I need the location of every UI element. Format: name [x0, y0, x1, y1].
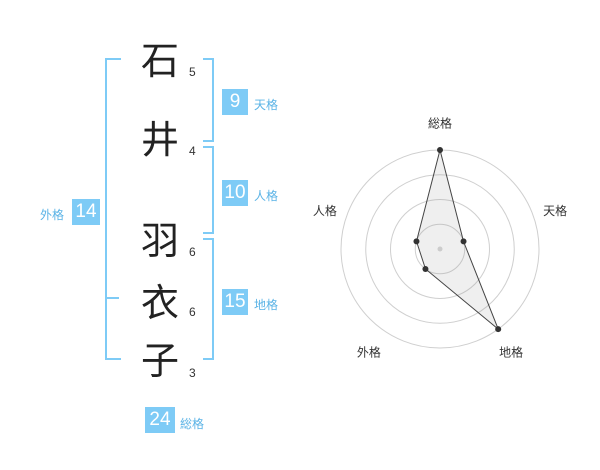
chikaku-label: 地格: [254, 298, 279, 312]
radar-point-1: [437, 147, 443, 153]
gaikaku-bracket-tick: [105, 297, 119, 299]
radar-point-5: [413, 238, 420, 245]
stroke-count-5: 3: [189, 366, 196, 380]
stroke-count-2: 4: [189, 144, 196, 158]
radar-point-3: [495, 326, 502, 333]
stroke-count-1: 5: [189, 65, 196, 79]
gaikaku-label: 外格: [40, 208, 65, 222]
tenkaku-label: 天格: [254, 98, 279, 112]
tenkaku-bracket: [203, 58, 214, 142]
radar-center: [437, 246, 443, 252]
gaikaku-bracket: [105, 58, 121, 360]
radar-point-4: [422, 266, 429, 273]
radar-axis-label-1: 総格: [428, 116, 452, 131]
radar-point-2: [460, 238, 467, 245]
jinkaku-value: 10: [222, 180, 248, 206]
stroke-count-3: 6: [189, 245, 196, 259]
jinkaku-label: 人格: [254, 189, 279, 203]
radar-axis-label-5: 人格: [313, 203, 337, 218]
name-char-3: 羽: [140, 219, 179, 263]
name-char-4: 衣: [140, 281, 179, 325]
radar-ring-3: [365, 174, 515, 324]
jinkaku-bracket: [203, 146, 214, 234]
radar-ring-2: [390, 199, 490, 299]
radar-axis-label-3: 地格: [499, 344, 523, 359]
stroke-count-4: 6: [189, 305, 196, 319]
soukaku-value: 24: [145, 407, 175, 433]
chikaku-value: 15: [222, 289, 248, 315]
gaikaku-value: 14: [72, 199, 100, 225]
radar-polygon: [415, 149, 499, 330]
name-char-5: 子: [140, 339, 179, 383]
radar-axis-label-4: 外格: [357, 344, 381, 359]
tenkaku-value: 9: [222, 89, 248, 115]
soukaku-label: 総格: [180, 417, 205, 431]
name-char-1: 石: [140, 39, 179, 83]
chikaku-bracket: [203, 238, 214, 360]
radar-axis-label-2: 天格: [543, 203, 567, 218]
name-char-2: 井: [140, 118, 179, 162]
radar-ring-1: [414, 223, 466, 275]
